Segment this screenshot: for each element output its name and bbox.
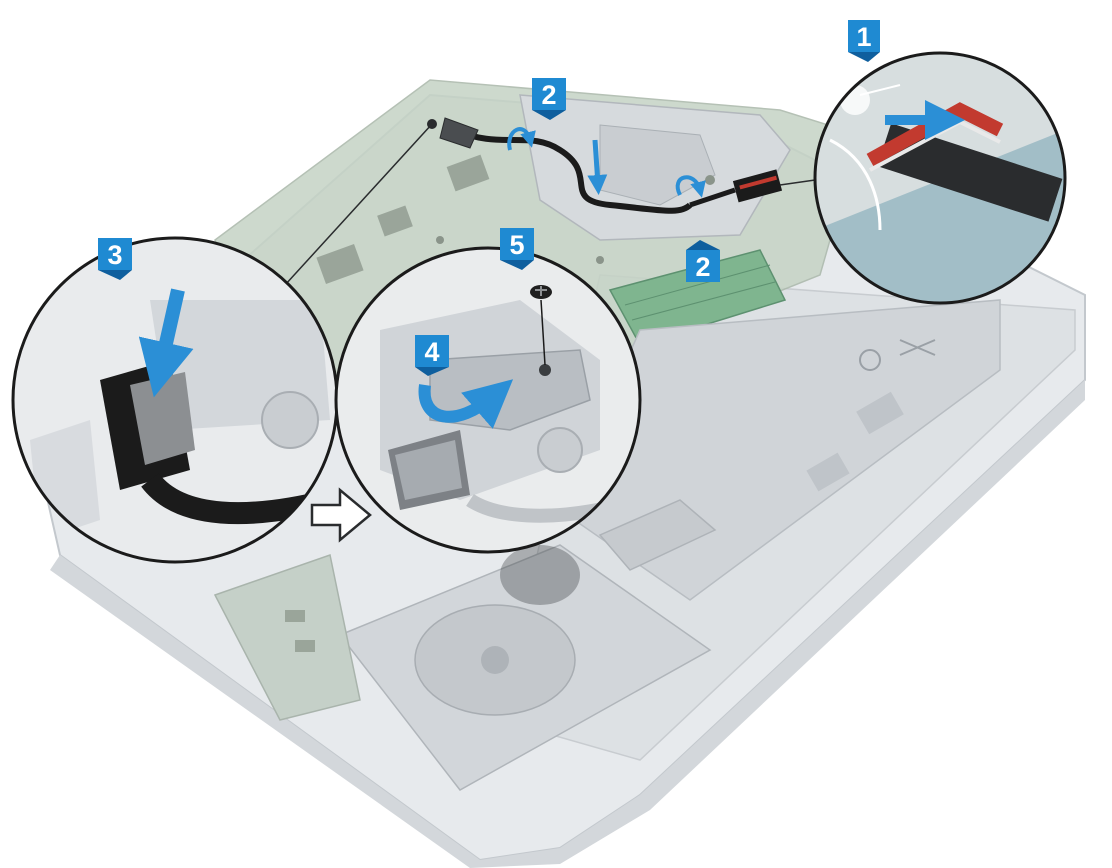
slide-arrow-4 (418, 379, 514, 429)
routing-arrows (507, 127, 706, 198)
power-port-cable (439, 117, 783, 214)
magnifier-battery-connector (813, 51, 1067, 305)
step-callout-3: 3 (98, 238, 132, 280)
ssd (598, 499, 717, 571)
step-number-4: 4 (424, 337, 439, 367)
io-board (213, 554, 361, 721)
step-number-2b: 2 (695, 252, 710, 282)
leader-dot-left (427, 119, 437, 129)
step-callout-1: 1 (848, 20, 880, 62)
step-number-2a: 2 (541, 80, 556, 110)
magnifier-power-port (11, 236, 339, 564)
step-callout-2b: 2 (686, 240, 720, 282)
step-number-3: 3 (107, 240, 122, 270)
magnifier-bracket-screw (334, 246, 642, 554)
step-callout-2a: 2 (532, 78, 566, 120)
leader-line-left (284, 123, 433, 286)
step-number-1: 1 (856, 22, 871, 52)
screw-icon (530, 285, 552, 366)
hollow-right-arrow-icon (310, 487, 372, 543)
step-number-5: 5 (509, 230, 524, 260)
leader-line-right (779, 179, 816, 186)
step-callout-5: 5 (500, 228, 534, 270)
hard-drive (338, 544, 712, 791)
push-arrow-3 (138, 288, 194, 398)
step-callout-4: 4 (415, 335, 449, 376)
